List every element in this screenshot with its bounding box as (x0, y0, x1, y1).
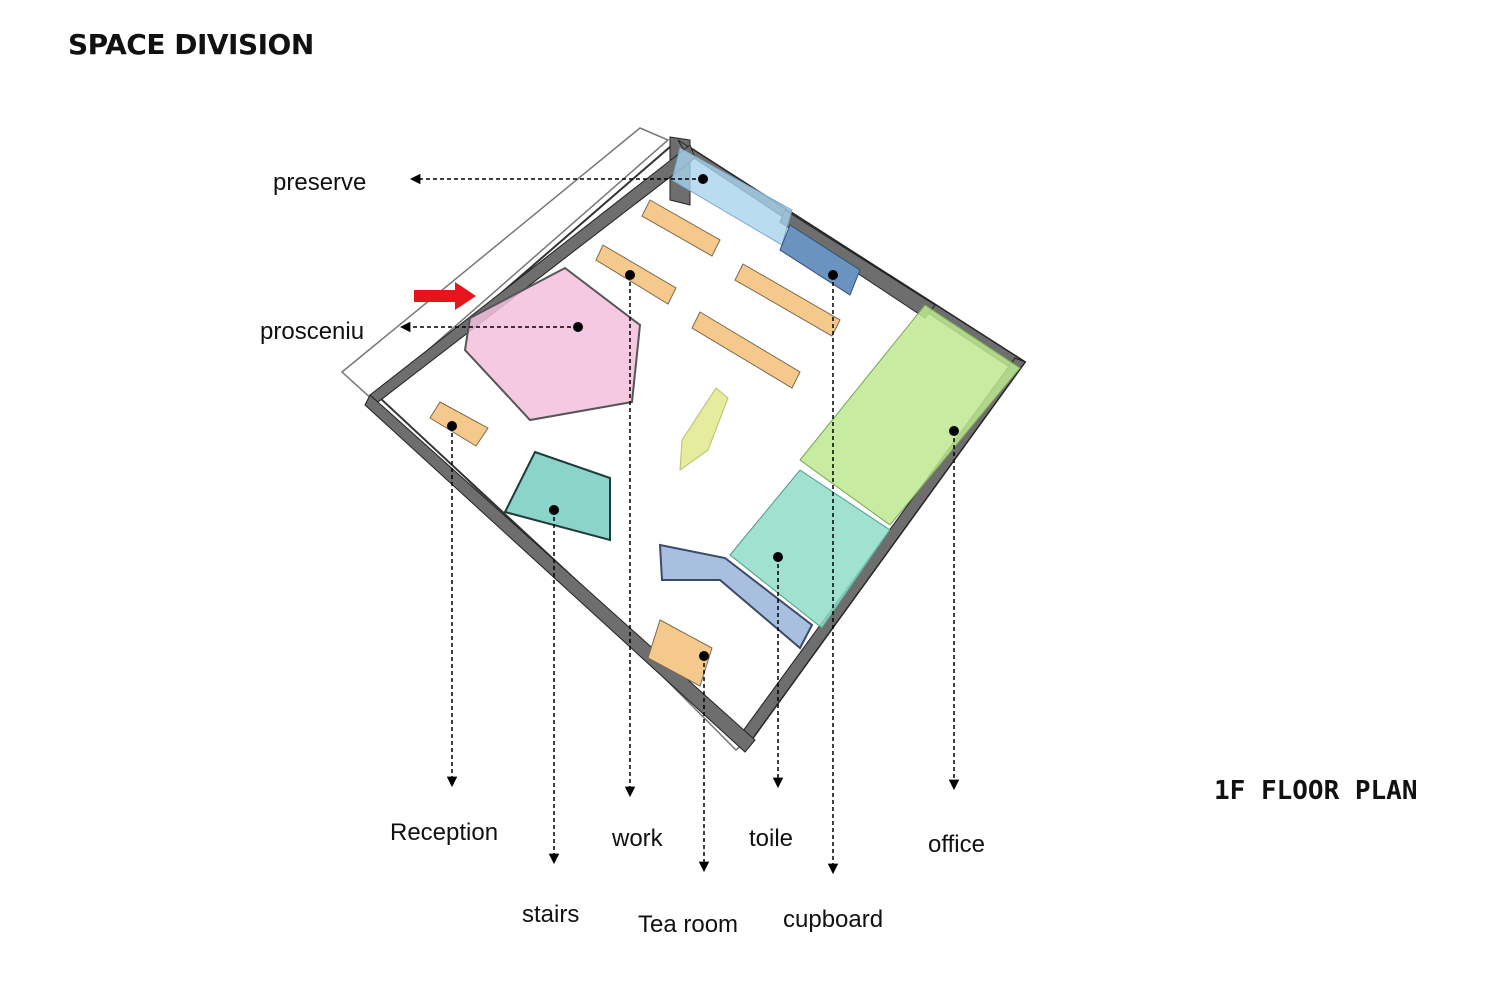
entrance-arrow (414, 282, 476, 310)
page-title: SPACE DIVISION (68, 28, 314, 61)
label-preserve: preserve (273, 169, 366, 196)
stairs-area (503, 450, 611, 542)
toilet-area (729, 469, 891, 629)
label-tea-room: Tea room (638, 911, 738, 938)
label-work: work (611, 825, 664, 852)
label-cupboard: cupboard (783, 906, 883, 933)
anchor-dots (447, 174, 959, 661)
label-toile: toile (749, 825, 793, 852)
floor-plan-label: 1F FLOOR PLAN (1214, 776, 1418, 806)
label-office: office (928, 831, 985, 858)
service-counter (658, 543, 814, 650)
office-area (799, 304, 1021, 526)
label-reception: Reception (390, 819, 498, 846)
leader-lines (399, 173, 960, 875)
center-island (679, 387, 729, 472)
desks (429, 199, 841, 687)
label-stairs: stairs (522, 901, 579, 928)
label-prosceniu: prosceniu (260, 318, 364, 345)
prosceniu-area (463, 266, 642, 422)
cupboard-unit (779, 224, 861, 296)
